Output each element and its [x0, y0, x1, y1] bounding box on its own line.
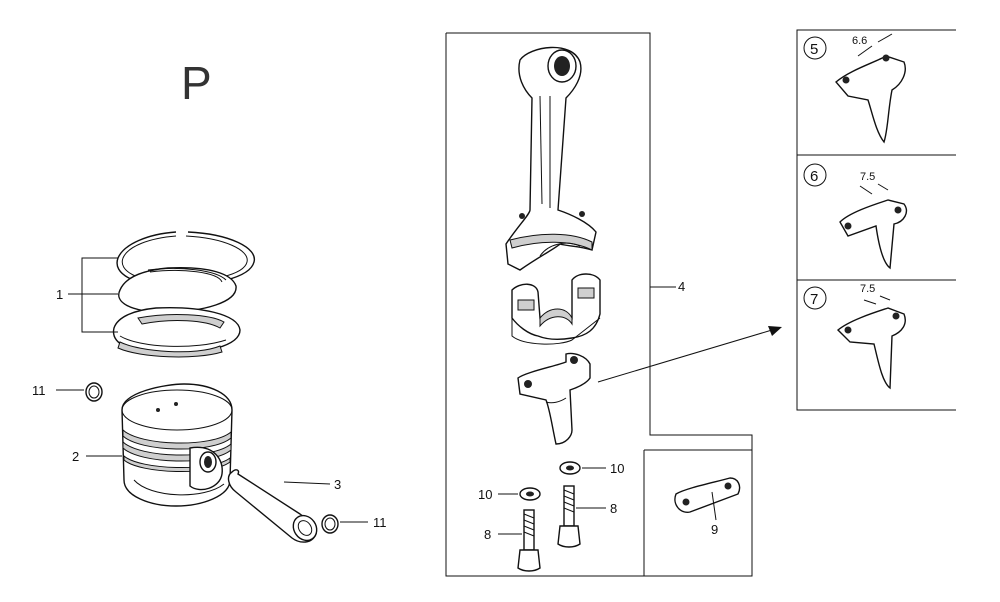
variant-arrow [597, 329, 773, 383]
callout-clip-right: 11 [373, 515, 387, 530]
callout-washer-right: 10 [610, 461, 624, 476]
variant-6-number: 6 [810, 168, 818, 185]
variants-panel [796, 29, 956, 411]
callout-bolt-left: 8 [484, 527, 491, 542]
piston-pin-clip-right [321, 514, 368, 534]
piston-rings [68, 231, 255, 358]
rod-cap [511, 273, 601, 345]
callout-bolt-right: 8 [610, 501, 617, 516]
bolt-right [557, 485, 606, 548]
callout-clip-left: 11 [32, 383, 46, 398]
callout-washer-left: 10 [478, 487, 492, 502]
variant-6-dimension: 7.5 [860, 171, 875, 183]
washer-right [559, 461, 606, 475]
washer-left [498, 487, 541, 501]
piston-pin-clip-left [56, 382, 103, 402]
variant-5: 5 6.6 [803, 33, 906, 144]
callout-piston: 2 [72, 449, 79, 464]
callout-conrod-assembly: 4 [678, 279, 685, 294]
callout-rings: 1 [56, 287, 63, 302]
section-letter: P [181, 57, 212, 109]
variant-7-dimension: 7.5 [860, 283, 875, 295]
variant-6: 6 7.5 [803, 163, 908, 270]
lock-plate-9 [674, 477, 741, 521]
variant-5-dimension: 6.6 [852, 35, 867, 47]
conrod-group-frame [445, 32, 753, 577]
piston [86, 383, 233, 507]
rod-lock-plate [517, 352, 591, 445]
callout-lock-plate: 9 [711, 522, 718, 537]
callout-pin: 3 [334, 477, 341, 492]
variant-7-number: 7 [810, 291, 818, 308]
variant-5-number: 5 [810, 41, 818, 58]
piston-pin [227, 469, 331, 543]
variant-7: 7 7.5 [803, 283, 906, 390]
connecting-rod [505, 46, 597, 271]
arrow-head-icon [768, 326, 782, 336]
bolt-left [498, 509, 541, 572]
